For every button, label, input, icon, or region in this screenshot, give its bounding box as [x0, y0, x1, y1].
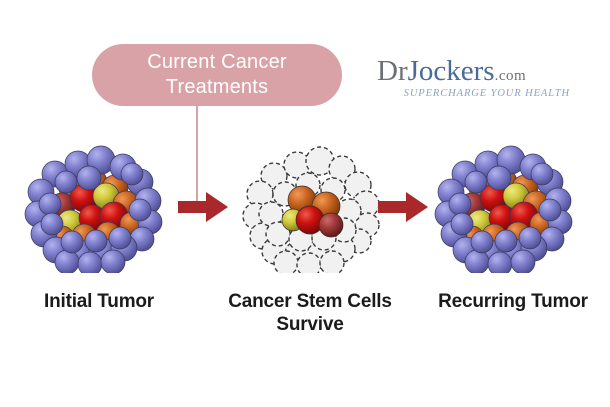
- recurring-tumor-svg: [434, 145, 573, 277]
- banner-connector-line: [196, 106, 198, 202]
- caption-cancer-stem-cells-line-1: Cancer Stem Cells: [228, 291, 392, 312]
- arrow-2-icon: [378, 192, 428, 222]
- cancer-stem-cells-cluster: [238, 138, 388, 278]
- current-cancer-treatments-banner: Current Cancer Treatments: [92, 44, 342, 106]
- caption-cancer-stem-cells-line-2: Survive: [276, 314, 344, 335]
- arrow-1: [178, 190, 228, 229]
- banner-line-2: Treatments: [165, 76, 269, 98]
- drjockers-logo: DrJockers.com SUPERCHARGE YOUR HEALTH: [377, 56, 572, 102]
- recurring-tumor-cluster: [432, 138, 582, 278]
- logo-jockers-text: Jockers: [407, 55, 495, 87]
- initial-tumor-cluster: [22, 138, 172, 278]
- logo-tagline: SUPERCHARGE YOUR HEALTH: [403, 88, 570, 99]
- logo-dr-text: Dr: [377, 55, 408, 87]
- logo-domain-text: .com: [494, 68, 527, 84]
- caption-recurring-tumor: Recurring Tumor: [438, 291, 588, 312]
- arrow-1-icon: [178, 192, 228, 222]
- caption-initial-tumor: Initial Tumor: [44, 291, 154, 312]
- banner-line-1: Current Cancer: [147, 51, 287, 73]
- initial-tumor-svg: [24, 145, 163, 277]
- cancer-stem-cells-svg: [242, 146, 380, 278]
- logo-wordmark: DrJockers.com: [377, 56, 572, 91]
- arrow-2: [378, 190, 428, 229]
- caption-cancer-stem-cells: Cancer Stem Cells Survive: [210, 290, 410, 336]
